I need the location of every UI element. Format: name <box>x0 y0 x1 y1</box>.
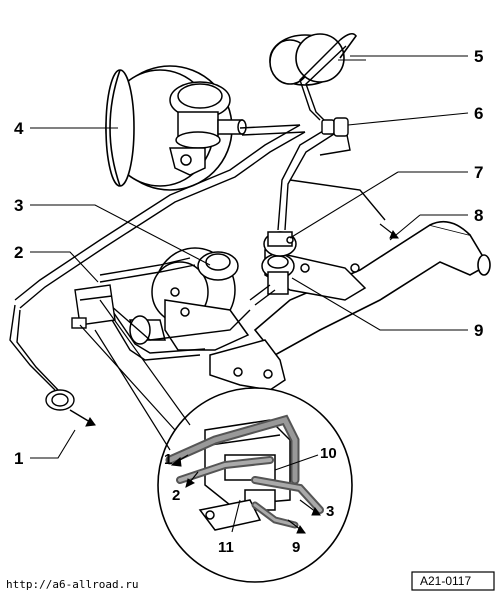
callout-9: 9 <box>474 321 483 340</box>
figure-id: A21-0117 <box>420 574 471 588</box>
hose-connector-1 <box>45 389 75 411</box>
vacuum-hoses <box>9 39 386 393</box>
footer: http://a6-allroad.ru A21-0117 <box>6 571 495 591</box>
callout-5: 5 <box>474 47 483 66</box>
callout-6: 6 <box>474 104 483 123</box>
callout-7: 7 <box>474 163 483 182</box>
detail-callout-9: 9 <box>292 539 300 556</box>
callout-8: 8 <box>474 206 483 225</box>
detail-callout-11: 11 <box>218 539 234 556</box>
exhaust-manifold <box>209 339 286 391</box>
watermark-url: http://a6-allroad.ru <box>6 578 138 591</box>
detail-callout-1: 1 <box>164 451 172 468</box>
callout-1: 1 <box>14 449 23 468</box>
detail-leaders <box>231 454 319 533</box>
detail-callout-10: 10 <box>320 445 337 462</box>
figure-id-box <box>411 571 495 591</box>
callout-3: 3 <box>14 196 23 215</box>
callout-4: 4 <box>14 119 24 138</box>
egr-valve <box>261 253 295 295</box>
vacuum-reservoir <box>269 32 357 86</box>
detail-callout-2: 2 <box>172 487 180 504</box>
pressure-converter <box>71 284 116 329</box>
callout-2: 2 <box>14 243 23 262</box>
detail-hoses <box>165 414 324 529</box>
hose-connector-6 <box>321 117 349 137</box>
brake-booster-valve <box>169 81 247 176</box>
vacuum-valve-7 <box>263 231 297 257</box>
detail-callout-3: 3 <box>326 503 334 520</box>
turbocharger-assembly <box>129 247 250 351</box>
callout-leaders <box>30 55 469 459</box>
direction-arrows <box>69 223 399 534</box>
intake-pipe <box>253 220 491 357</box>
